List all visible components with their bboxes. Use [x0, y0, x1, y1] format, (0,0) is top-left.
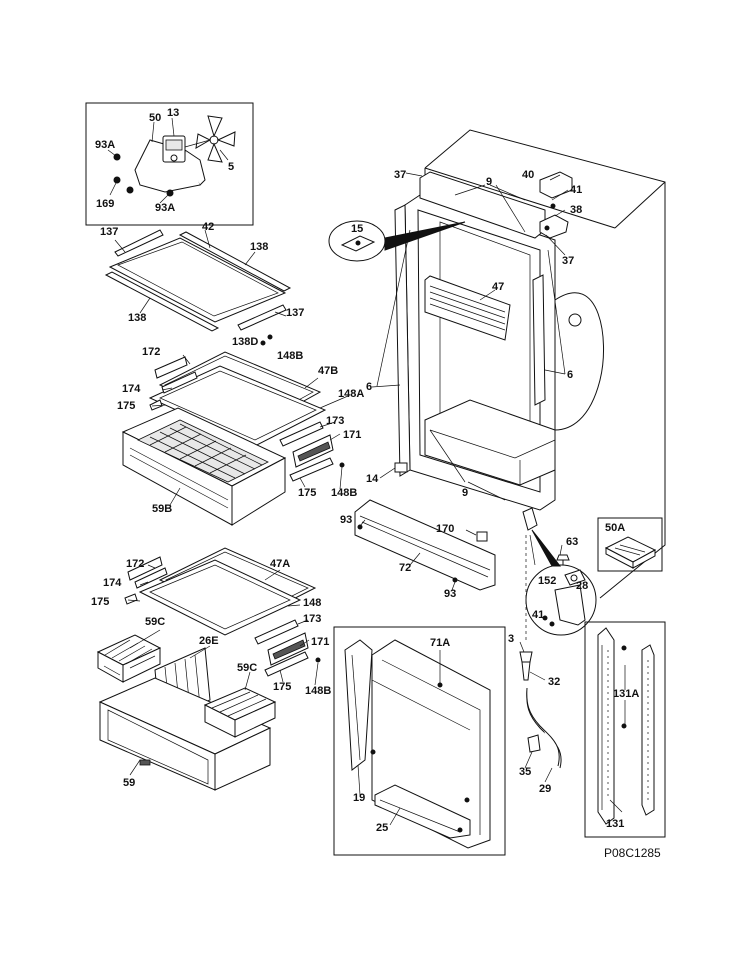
label-19: 19: [353, 792, 365, 804]
label-93a: 93A: [155, 202, 175, 214]
hinge-callout: [525, 529, 597, 636]
label-148: 148: [303, 597, 321, 609]
label-37: 37: [562, 255, 574, 267]
label-9: 9: [462, 487, 468, 499]
label-173: 173: [303, 613, 321, 625]
label-59: 59: [123, 777, 135, 789]
label-59b: 59B: [152, 503, 172, 515]
label-93: 93: [340, 514, 352, 526]
label-28: 28: [576, 580, 588, 592]
label-50a: 50A: [605, 522, 625, 534]
label-93: 93: [444, 588, 456, 600]
label-59c: 59C: [145, 616, 165, 628]
label-71a: 71A: [430, 637, 450, 649]
callout-15: [328, 220, 466, 262]
label-9: 9: [486, 176, 492, 188]
wire-shelf-42: [104, 229, 292, 346]
label-15: 15: [351, 223, 363, 235]
label-173: 173: [326, 415, 344, 427]
label-131: 131: [606, 818, 624, 830]
label-50: 50: [149, 112, 161, 124]
label-37: 37: [394, 169, 406, 181]
label-169: 169: [96, 198, 114, 210]
label-174: 174: [103, 577, 122, 589]
label-13: 13: [167, 107, 179, 119]
label-175: 175: [298, 487, 316, 499]
diagram-code: P08C1285: [604, 846, 661, 860]
label-72: 72: [399, 562, 411, 574]
label-47b: 47B: [318, 365, 338, 377]
label-172: 172: [142, 346, 160, 358]
basket-59c-right: [203, 687, 277, 738]
freezer-basket-59: [98, 677, 272, 791]
label-63: 63: [566, 536, 578, 548]
label-59c: 59C: [237, 662, 257, 674]
inset-131: [584, 621, 666, 838]
label-148a: 148A: [338, 388, 364, 400]
label-131a: 131A: [613, 688, 639, 700]
label-137: 137: [286, 307, 304, 319]
label-175: 175: [273, 681, 291, 693]
label-137: 137: [100, 226, 118, 238]
label-47a: 47A: [270, 558, 290, 570]
label-175: 175: [91, 596, 109, 608]
label-26e: 26E: [199, 635, 219, 647]
inset-71a: [333, 626, 506, 856]
label-148b: 148B: [277, 350, 303, 362]
fan-assembly-inset: [85, 102, 254, 226]
label-175: 175: [117, 400, 135, 412]
label-38: 38: [570, 204, 582, 216]
label-6: 6: [567, 369, 573, 381]
label-6: 6: [366, 381, 372, 393]
basket-59c-left: [96, 634, 162, 683]
label-41: 41: [532, 609, 544, 621]
crisper-lower: [96, 547, 321, 791]
label-35: 35: [519, 766, 531, 778]
vent-grille-47: [424, 275, 511, 341]
label-171: 171: [343, 429, 361, 441]
label-42: 42: [202, 221, 214, 233]
part-labels: 13 50 93A 5 169 93A 137 42 138 138 137 1…: [91, 107, 661, 860]
label-172: 172: [126, 558, 144, 570]
crisper-pan-59b: [121, 407, 287, 526]
label-174: 174: [122, 383, 141, 395]
label-148b: 148B: [331, 487, 357, 499]
label-93a: 93A: [95, 139, 115, 151]
label-3: 3: [508, 633, 514, 645]
label-40: 40: [522, 169, 534, 181]
label-5: 5: [228, 161, 234, 173]
label-41: 41: [570, 184, 582, 196]
label-170: 170: [436, 523, 454, 535]
label-171: 171: [311, 636, 329, 648]
label-25: 25: [376, 822, 388, 834]
label-29: 29: [539, 783, 551, 795]
drain-parts: [519, 641, 562, 783]
label-14: 14: [366, 473, 379, 485]
label-138: 138: [128, 312, 146, 324]
label-138: 138: [250, 241, 268, 253]
crisper-upper: [121, 351, 349, 526]
inset-50a: [597, 517, 663, 572]
label-138d: 138D: [232, 336, 258, 348]
fan-blade-icon: [195, 115, 236, 163]
label-148b: 148B: [305, 685, 331, 697]
label-32: 32: [548, 676, 560, 688]
cabinet-liner: [354, 129, 666, 599]
label-152: 152: [538, 575, 556, 587]
label-47: 47: [492, 281, 504, 293]
